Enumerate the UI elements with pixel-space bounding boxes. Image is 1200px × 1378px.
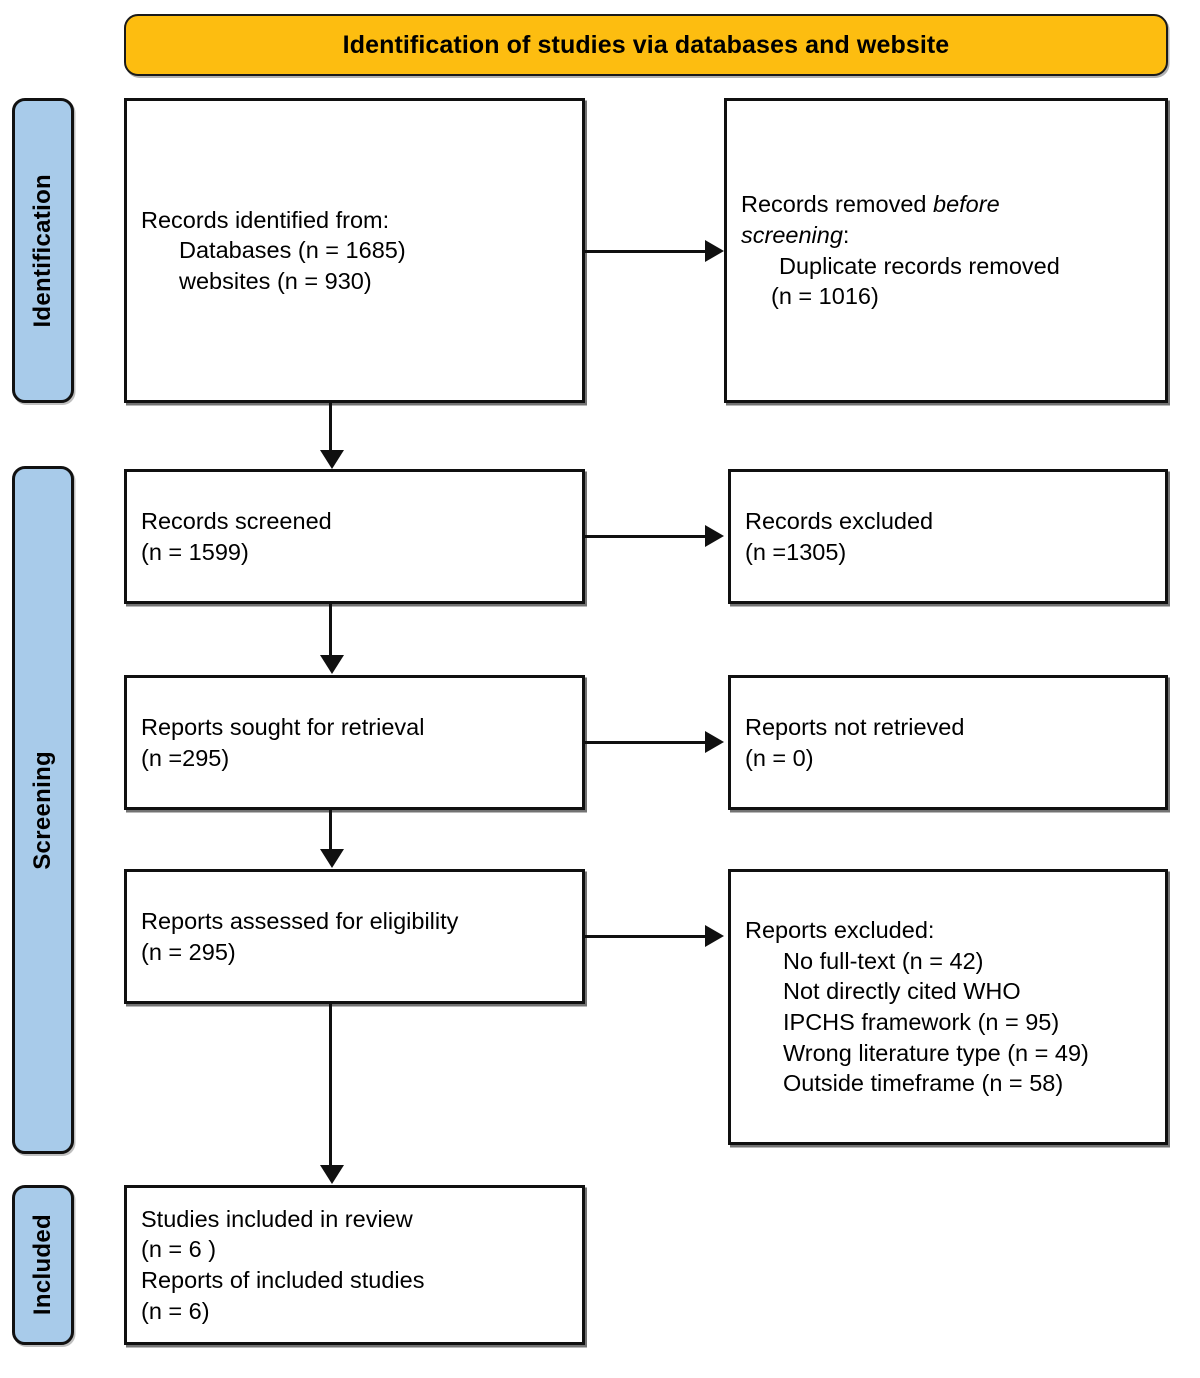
box-records-screened: Records screened (n = 1599)	[124, 469, 585, 604]
box-studies-included: Studies included in review (n = 6 ) Repo…	[124, 1185, 585, 1345]
arrow-down-icon-screened-to-sought	[320, 655, 344, 674]
box-reports-sought-for-retrieval: Reports sought for retrieval (n =295)	[124, 675, 585, 810]
connector-identified-to-removed	[585, 250, 707, 253]
connector-assessed-to-included	[329, 1004, 332, 1166]
arrow-right-icon-assessed-to-reports-excluded	[705, 925, 724, 947]
connector-screened-to-sought	[329, 604, 332, 656]
stage-label-screening: Screening	[12, 466, 74, 1154]
connector-sought-to-not-retrieved	[585, 741, 707, 744]
reports-not-retrieved-count: (n = 0)	[745, 744, 814, 771]
reports-sought-count: (n =295)	[141, 744, 230, 771]
records-identified-databases: Databases (n = 1685)	[179, 237, 406, 264]
reports-sought-label: Reports sought for retrieval	[141, 713, 425, 740]
stage-label-identification: Identification	[12, 98, 74, 403]
stage-label-screening-text: Screening	[29, 750, 56, 870]
records-removed-colon: :	[842, 221, 850, 248]
box-reports-not-retrieved: Reports not retrieved (n = 0)	[728, 675, 1168, 810]
records-removed-emphasis-screening: screening	[741, 221, 843, 248]
connector-screened-to-excluded	[585, 535, 707, 538]
connector-sought-to-assessed	[329, 810, 332, 850]
reports-excluded-reason-no-full-text: No full-text (n = 42)	[783, 947, 984, 974]
arrow-down-icon-sought-to-assessed	[320, 849, 344, 868]
records-identified-websites: websites (n = 930)	[179, 267, 372, 294]
phase-banner-identification: Identification of studies via databases …	[124, 14, 1168, 76]
box-records-excluded: Records excluded (n =1305)	[728, 469, 1168, 604]
records-removed-text: Records removed	[741, 191, 933, 218]
arrow-right-icon-sought-to-not-retrieved	[705, 731, 724, 753]
records-excluded-count: (n =1305)	[745, 538, 847, 565]
connector-assessed-to-reports-excluded	[585, 935, 707, 938]
box-records-identified: Records identified from: Databases (n = …	[124, 98, 585, 403]
reports-excluded-reason-not-cited-who: Not directly cited WHO	[783, 978, 1021, 1005]
box-reports-assessed-for-eligibility: Reports assessed for eligibility (n = 29…	[124, 869, 585, 1004]
arrow-down-icon-assessed-to-included	[320, 1165, 344, 1184]
reports-of-included-studies-label: Reports of included studies	[141, 1267, 425, 1293]
reports-excluded-reason-wrong-literature-type: Wrong literature type (n = 49)	[783, 1039, 1089, 1066]
records-removed-heading-line2: screening:	[741, 220, 1151, 251]
studies-included-label: Studies included in review	[141, 1205, 413, 1232]
duplicate-records-removed-label: Duplicate records removed	[779, 252, 1060, 279]
reports-not-retrieved-label: Reports not retrieved	[745, 713, 965, 740]
reports-excluded-reason-outside-timeframe: Outside timeframe (n = 58)	[783, 1070, 1064, 1097]
records-excluded-label: Records excluded	[745, 507, 934, 534]
stage-label-included-text: Included	[29, 1214, 56, 1316]
arrow-down-icon-identified-to-screened	[320, 450, 344, 469]
box-reports-excluded: Reports excluded: No full-text (n = 42) …	[728, 869, 1168, 1145]
duplicate-records-removed-count: (n = 1016)	[771, 283, 879, 310]
arrow-right-icon-screened-to-excluded	[705, 525, 724, 547]
reports-of-included-studies-count: (n = 6)	[141, 1297, 210, 1324]
reports-assessed-count: (n = 295)	[141, 938, 236, 965]
box-records-removed-before-screening: Records removed before screening: Duplic…	[724, 98, 1168, 403]
records-screened-label: Records screened	[141, 507, 332, 534]
phase-banner-title: Identification of studies via databases …	[342, 30, 950, 59]
connector-identified-to-screened	[329, 403, 332, 451]
records-screened-count: (n = 1599)	[141, 538, 249, 565]
records-removed-emphasis-before: before	[933, 191, 1000, 218]
records-identified-heading: Records identified from:	[141, 206, 390, 233]
reports-excluded-reason-ipchs-framework: IPCHS framework (n = 95)	[783, 1009, 1060, 1035]
reports-assessed-label: Reports assessed for eligibility	[141, 907, 459, 934]
records-removed-heading-line1: Records removed before	[741, 189, 1151, 220]
studies-included-count: (n = 6 )	[141, 1236, 217, 1263]
stage-label-identification-text: Identification	[29, 173, 56, 328]
arrow-right-icon-identified-to-removed	[705, 240, 724, 262]
stage-label-included: Included	[12, 1185, 74, 1345]
reports-excluded-heading: Reports excluded:	[745, 917, 935, 944]
